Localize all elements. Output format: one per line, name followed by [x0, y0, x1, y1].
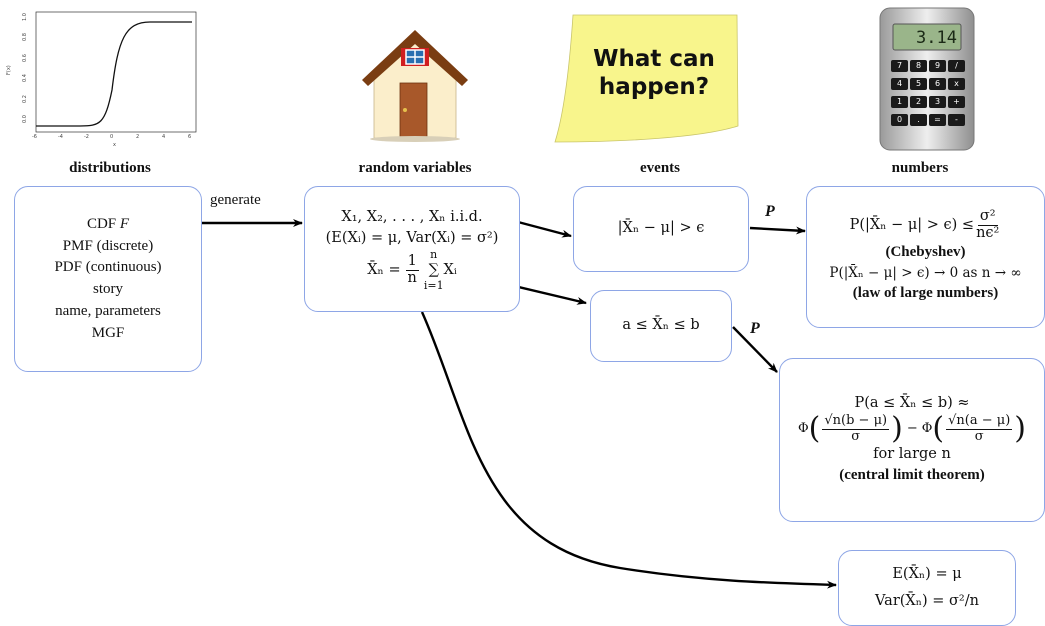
arrow-p-chebyshev [750, 228, 805, 231]
mean-variance-box: E(X̄ₙ) = μ Var(X̄ₙ) = σ²/n [838, 550, 1016, 626]
cdf-x-tick-label: -2 [84, 134, 89, 140]
clt-frac2-den: σ [975, 430, 984, 444]
rv-sum-lower: i=1 [424, 280, 444, 291]
dist-pmf: PMF (discrete) [63, 236, 153, 258]
clt-frac2-num: √n(a − μ) [946, 414, 1012, 429]
label-generate: generate [210, 192, 261, 209]
clt-approx: P(a ≤ X̄ₙ ≤ b) ≈ [854, 393, 969, 414]
cdf-y-tick-label: 0.0 [22, 115, 28, 123]
calculator-display: 3.14 [897, 28, 957, 48]
sticky-note-text: What can happen? [574, 45, 734, 101]
calculator-key: + [948, 96, 965, 108]
chebyshev-num: σ² [978, 209, 998, 226]
dist-pdf: PDF (continuous) [54, 257, 161, 279]
calculator-key: 5 [910, 78, 927, 90]
clt-phi-2: Φ [922, 420, 933, 439]
chebyshev-den: nϵ² [976, 226, 999, 242]
calculator-key: 0 [891, 114, 908, 126]
sticky-note-line1: What can [574, 45, 734, 73]
distributions-box: CDF F PMF (discrete) PDF (continuous) st… [14, 186, 202, 372]
arrow-to-events [518, 222, 571, 236]
variance-of-sample-mean: Var(X̄ₙ) = σ²/n [875, 591, 979, 612]
label-p-clt: P [750, 320, 760, 338]
rv-frac-num: 1 [406, 254, 419, 271]
clt-frac1-den: σ [851, 430, 860, 444]
calculator-key: / [948, 60, 965, 72]
calculator-key: 4 [891, 78, 908, 90]
interval-box: a ≤ X̄ₙ ≤ b [590, 290, 732, 362]
rv-sum-upper: n [430, 249, 437, 260]
event-interval: a ≤ X̄ₙ ≤ b [622, 315, 699, 336]
header-distributions: distributions [20, 160, 200, 177]
cdf-y-tick-label: 1.0 [22, 13, 28, 21]
cdf-y-tick-label: 0.8 [22, 33, 28, 41]
clt-minus: − [907, 420, 918, 439]
dist-story: story [93, 279, 123, 301]
clt-formula: Φ ( √n(b − μ)σ ) − Φ ( √n(a − μ)σ ) [798, 414, 1026, 444]
calculator-key: 9 [929, 60, 946, 72]
events-box: |X̄ₙ − μ| > ϵ [573, 186, 749, 272]
calculator-key: x [948, 78, 965, 90]
clt-label: (central limit theorem) [839, 465, 985, 487]
cdf-x-tick-label: 0 [110, 134, 113, 140]
clt-large-n: for large n [873, 444, 951, 465]
cdf-y-tick-label: 0.2 [22, 95, 28, 103]
calculator-key: = [929, 114, 946, 126]
cdf-x-tick-label: -6 [32, 134, 37, 140]
rv-frac-den: n [408, 271, 417, 287]
clt-phi-1: Φ [798, 420, 809, 439]
cdf-x-tick-label: 2 [136, 134, 139, 140]
calculator-key: 7 [891, 60, 908, 72]
header-numbers: numbers [860, 160, 980, 177]
sticky-note-line2: happen? [574, 73, 734, 101]
cdf-y-axis-label: F(x) [6, 65, 12, 75]
cdf-x-tick-label: 4 [162, 134, 165, 140]
lln-label: (law of large numbers) [853, 283, 998, 305]
rv-mean-left: X̄ₙ = [367, 260, 400, 281]
chebyshev-label: (Chebyshev) [885, 242, 965, 264]
clt-box: P(a ≤ X̄ₙ ≤ b) ≈ Φ ( √n(b − μ)σ ) − Φ ( … [779, 358, 1045, 522]
rv-sum: ∑ Xᵢ [429, 260, 457, 281]
calculator-key: 2 [910, 96, 927, 108]
header-events: events [610, 160, 710, 177]
rv-iid: X₁, X₂, . . . , Xₙ i.i.d. [341, 207, 482, 228]
calculator-key: 3 [929, 96, 946, 108]
lln-statement: P(|X̄ₙ − μ| > ϵ) → 0 as n → ∞ [829, 264, 1021, 284]
random-variables-box: X₁, X₂, . . . , Xₙ i.i.d. (E(Xᵢ) = μ, Va… [304, 186, 520, 312]
calculator-key: 8 [910, 60, 927, 72]
cdf-x-tick-label: 6 [188, 134, 191, 140]
clt-frac1-num: √n(b − μ) [822, 414, 889, 429]
event-deviation: |X̄ₙ − μ| > ϵ [618, 218, 705, 239]
label-p-chebyshev: P [765, 203, 775, 221]
rv-expectation: (E(Xᵢ) = μ, Var(Xᵢ) = σ²) [326, 228, 499, 249]
calculator-key: 6 [929, 78, 946, 90]
calculator-key: . [910, 114, 927, 126]
chebyshev-left: P(|X̄ₙ − μ| > ϵ) ≤ [850, 215, 974, 236]
dist-name-params: name, parameters [55, 301, 161, 323]
rv-sample-mean: X̄ₙ = 1n n ∑ i=1 ∑ Xᵢ [367, 249, 457, 291]
cdf-y-tick-label: 0.4 [22, 74, 28, 82]
header-random-variables: random variables [330, 160, 500, 177]
cdf-x-tick-label: -4 [58, 134, 63, 140]
dist-mgf: MGF [92, 323, 125, 345]
cdf-y-tick-label: 0.6 [22, 54, 28, 62]
dist-cdf: CDF F [87, 214, 129, 236]
cdf-x-axis-label: x [113, 142, 116, 148]
mean-of-sample-mean: E(X̄ₙ) = μ [892, 564, 961, 585]
calculator-key: 1 [891, 96, 908, 108]
calculator-key: - [948, 114, 965, 126]
